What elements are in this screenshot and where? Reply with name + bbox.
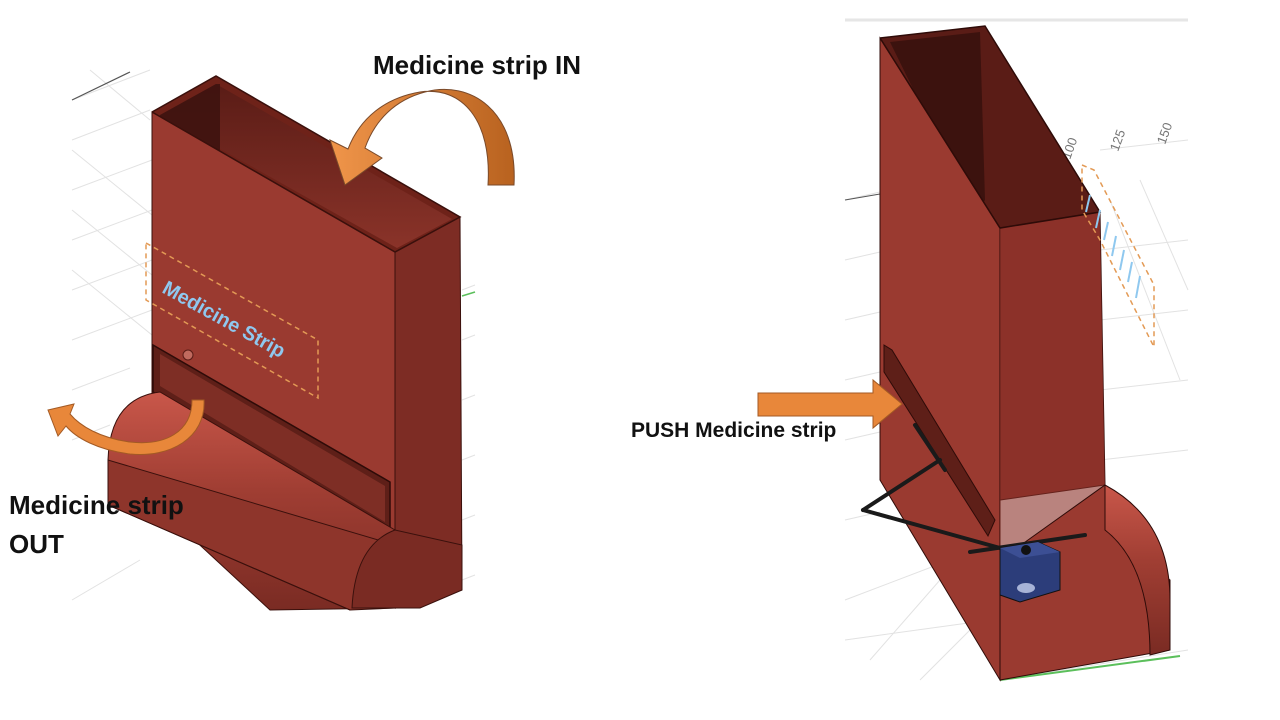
box-rim bbox=[151, 75, 462, 253]
box-inner-cavity bbox=[160, 84, 452, 248]
base-curve-right bbox=[1104, 484, 1171, 656]
sensor-dot bbox=[182, 349, 194, 361]
engraved-text-box-right bbox=[1081, 163, 1155, 348]
arrow-in bbox=[329, 88, 515, 186]
dispense-slot-right bbox=[883, 344, 996, 538]
axis-line bbox=[71, 71, 131, 101]
left-cad-view: Medicine Strip bbox=[47, 69, 515, 611]
arrow-out-label: Medicine strip OUT bbox=[9, 486, 184, 564]
engraved-text-right bbox=[1085, 194, 1141, 299]
push-label: PUSH Medicine strip bbox=[631, 419, 837, 442]
base-edge bbox=[107, 504, 351, 611]
arrow-out-label-line2: OUT bbox=[9, 529, 64, 559]
arrow-out-label-line1: Medicine strip bbox=[9, 490, 184, 520]
left-grid bbox=[71, 69, 476, 601]
arrow-push bbox=[757, 378, 903, 430]
arrow-in-label: Medicine strip IN bbox=[373, 50, 582, 80]
lever-mechanism bbox=[861, 423, 1087, 554]
servo-box bbox=[999, 541, 1061, 603]
ruler-tick: 150 bbox=[1154, 121, 1176, 147]
base-end-cap bbox=[351, 529, 463, 609]
dispense-slot-inner bbox=[160, 354, 385, 522]
ruler-tick: 125 bbox=[1107, 128, 1129, 154]
servo-logo-icon bbox=[1017, 583, 1035, 593]
arrow-out bbox=[47, 399, 205, 455]
right-cad-view: 100 125 150 bbox=[757, 18, 1189, 682]
base-front bbox=[107, 459, 396, 611]
axis-green-right bbox=[999, 655, 1181, 681]
axis-green bbox=[461, 291, 476, 297]
engraved-text-box bbox=[145, 241, 319, 400]
axis-line-right bbox=[844, 193, 881, 201]
